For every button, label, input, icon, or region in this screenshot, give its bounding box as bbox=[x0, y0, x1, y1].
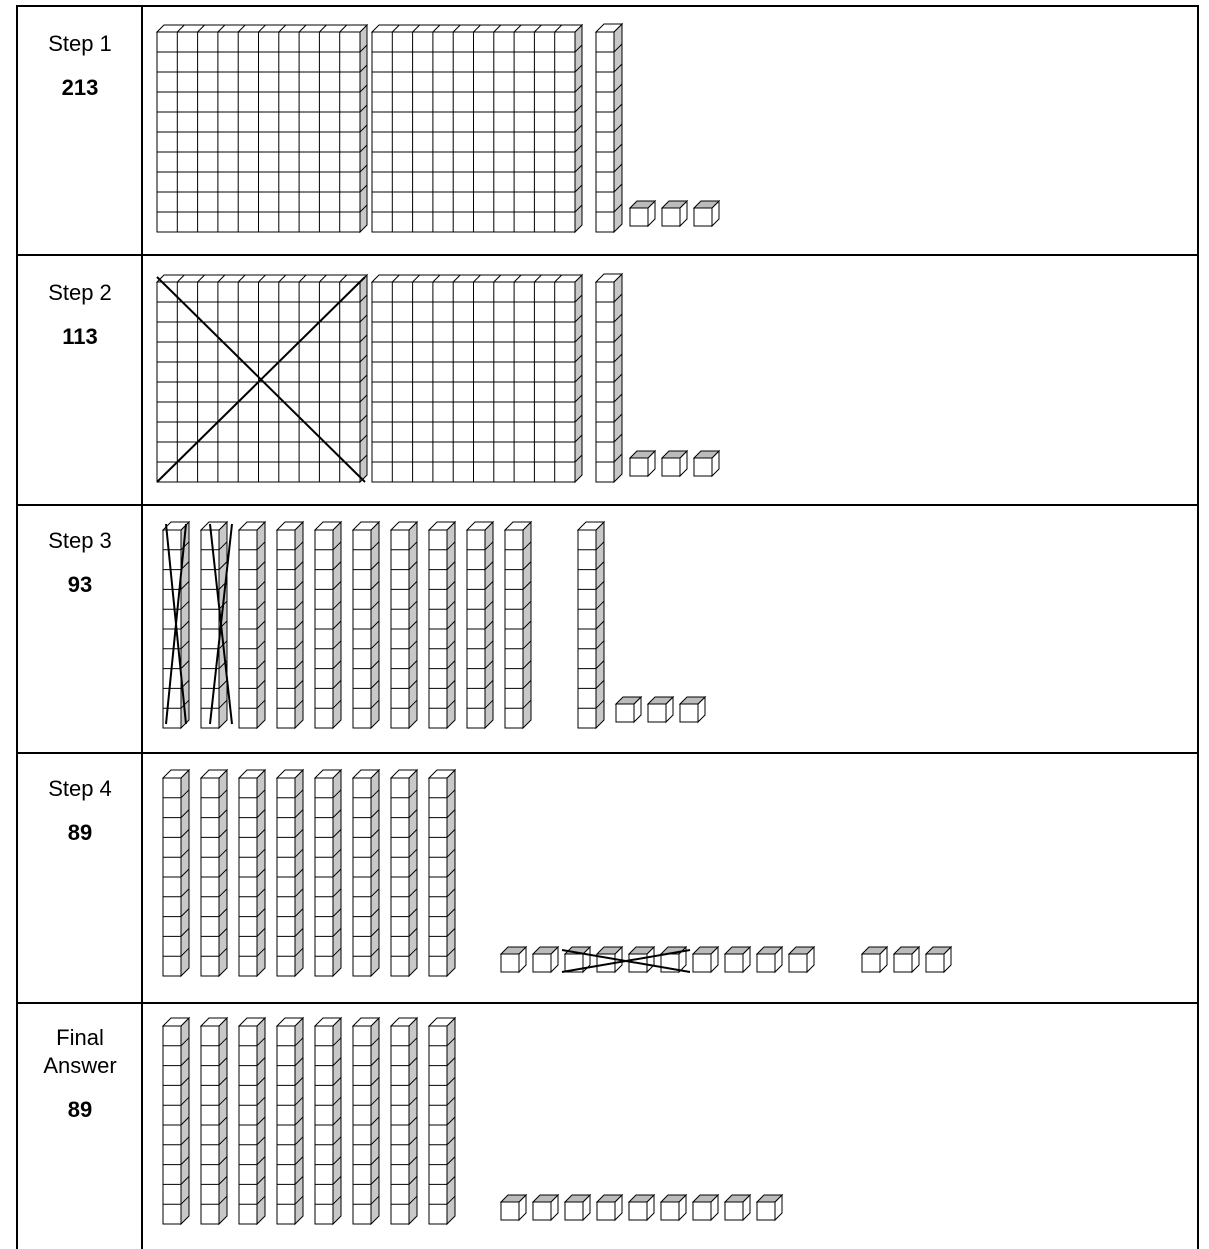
unit-cube bbox=[725, 947, 750, 972]
unit-cube bbox=[693, 947, 718, 972]
unit-cube bbox=[616, 697, 641, 722]
hundred-flat bbox=[157, 25, 367, 232]
ten-rod bbox=[277, 522, 303, 728]
unit-cube bbox=[894, 947, 919, 972]
unit-cube bbox=[630, 201, 655, 226]
unit-cube bbox=[693, 1195, 718, 1220]
unit-cube bbox=[648, 697, 673, 722]
ten-rod bbox=[505, 522, 531, 728]
unit-cube bbox=[597, 1195, 622, 1220]
ten-rod bbox=[201, 1018, 227, 1224]
ten-rod bbox=[467, 522, 493, 728]
unit-cube bbox=[926, 947, 951, 972]
ten-rod bbox=[163, 1018, 189, 1224]
ten-rod bbox=[596, 274, 622, 482]
ten-rod bbox=[277, 1018, 303, 1224]
ten-rod bbox=[315, 1018, 341, 1224]
ten-rod bbox=[578, 522, 604, 728]
unit-cube bbox=[629, 1195, 654, 1220]
unit-cube bbox=[757, 1195, 782, 1220]
unit-cube bbox=[725, 1195, 750, 1220]
ten-rod bbox=[429, 770, 455, 976]
ten-rod bbox=[353, 770, 379, 976]
unit-cube bbox=[662, 201, 687, 226]
unit-cube bbox=[862, 947, 887, 972]
unit-cube bbox=[501, 1195, 526, 1220]
ten-rod bbox=[239, 1018, 265, 1224]
unit-cube bbox=[694, 451, 719, 476]
unit-cube bbox=[630, 451, 655, 476]
unit-cube bbox=[533, 1195, 558, 1220]
ten-rod bbox=[391, 522, 417, 728]
hundred-flat bbox=[372, 275, 582, 482]
ten-rod bbox=[596, 24, 622, 232]
ten-rod bbox=[391, 1018, 417, 1224]
ten-rod bbox=[201, 770, 227, 976]
ten-rod bbox=[163, 770, 189, 976]
unit-cube bbox=[565, 1195, 590, 1220]
ten-rod bbox=[429, 1018, 455, 1224]
unit-cube bbox=[533, 947, 558, 972]
unit-cube bbox=[694, 201, 719, 226]
ten-rod bbox=[315, 522, 341, 728]
ten-rod bbox=[239, 522, 265, 728]
ten-rod bbox=[353, 522, 379, 728]
ten-rod bbox=[353, 1018, 379, 1224]
ten-rod bbox=[429, 522, 455, 728]
ten-rod bbox=[239, 770, 265, 976]
unit-cube bbox=[661, 1195, 686, 1220]
unit-cube bbox=[662, 451, 687, 476]
unit-cube bbox=[680, 697, 705, 722]
ten-rod bbox=[277, 770, 303, 976]
unit-cube bbox=[757, 947, 782, 972]
hundred-flat bbox=[372, 25, 582, 232]
ten-rod bbox=[391, 770, 417, 976]
unit-cube bbox=[789, 947, 814, 972]
unit-cube bbox=[501, 947, 526, 972]
ten-rod bbox=[315, 770, 341, 976]
